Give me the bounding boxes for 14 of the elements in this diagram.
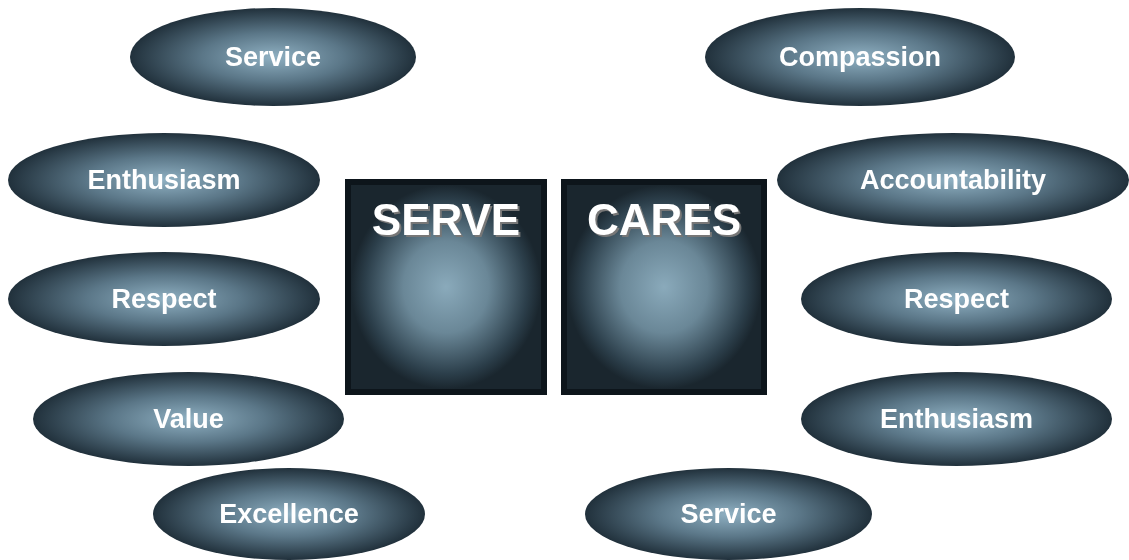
bevel-box <box>345 179 547 395</box>
ellipse-label: Service <box>224 41 322 73</box>
ellipse-label: Value <box>153 403 224 435</box>
ellipse-label: Enthusiasm <box>87 164 241 196</box>
box-title: CARES <box>587 195 741 245</box>
box-title: SERVE <box>371 195 521 245</box>
ellipse-label: Excellence <box>219 498 359 530</box>
ellipse-label: Accountability <box>860 164 1046 196</box>
ellipse-label: Respect <box>903 283 1009 315</box>
ellipse-label: Enthusiasm <box>879 403 1033 435</box>
ellipse-label: Respect <box>111 283 217 315</box>
ellipse-label: Compassion <box>779 41 941 73</box>
bevel-box <box>561 179 767 395</box>
ellipse-label: Service <box>680 498 777 530</box>
